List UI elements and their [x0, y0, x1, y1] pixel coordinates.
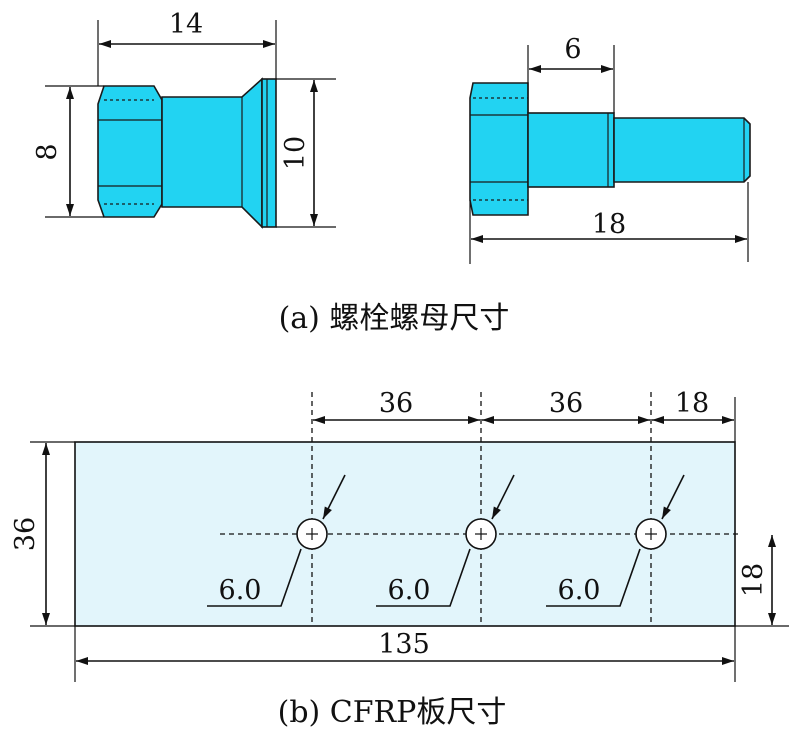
nut-hex-head — [97, 85, 163, 218]
nut-hex-height-label: 8 — [32, 143, 63, 160]
figure-b-caption: (b) CFRP板尺寸 — [278, 695, 507, 730]
bolt-hex-head — [469, 82, 529, 216]
bolt-shank — [527, 112, 615, 188]
bolt-hole-2: 6.0 — [376, 474, 515, 607]
hole-1-diameter-label: 6.0 — [219, 575, 262, 606]
figure-a-caption: (a) 螺栓螺母尺寸 — [279, 301, 510, 336]
cfrp-plate-drawing: 36 36 18 36 18 135 6.0 — [10, 388, 789, 682]
nut-drawing: 14 8 10 — [32, 9, 336, 229]
hole-offset-label: 18 — [738, 563, 769, 597]
hole-3-diameter-label: 6.0 — [558, 575, 601, 606]
edge-distance-label: 18 — [675, 388, 709, 419]
nut-flange-height-label: 10 — [280, 136, 311, 170]
hole-spacing-2-label: 36 — [549, 388, 583, 419]
bolt-drawing: 6 18 — [469, 34, 751, 264]
hole-2-diameter-label: 6.0 — [388, 575, 431, 606]
bolt-total-length-label: 18 — [592, 209, 626, 240]
hole-spacing-1-label: 36 — [379, 388, 413, 419]
nut-flange — [261, 78, 277, 228]
bolt-thread — [613, 117, 751, 183]
bolt-shank-length-label: 6 — [564, 34, 581, 65]
nut-length-label: 14 — [169, 9, 203, 40]
nut-neck — [161, 77, 263, 229]
plate-width-label: 36 — [10, 517, 41, 551]
bolt-hole-1: 6.0 — [207, 474, 346, 607]
plate-length-label: 135 — [378, 629, 430, 660]
bolt-hole-3: 6.0 — [546, 474, 685, 607]
